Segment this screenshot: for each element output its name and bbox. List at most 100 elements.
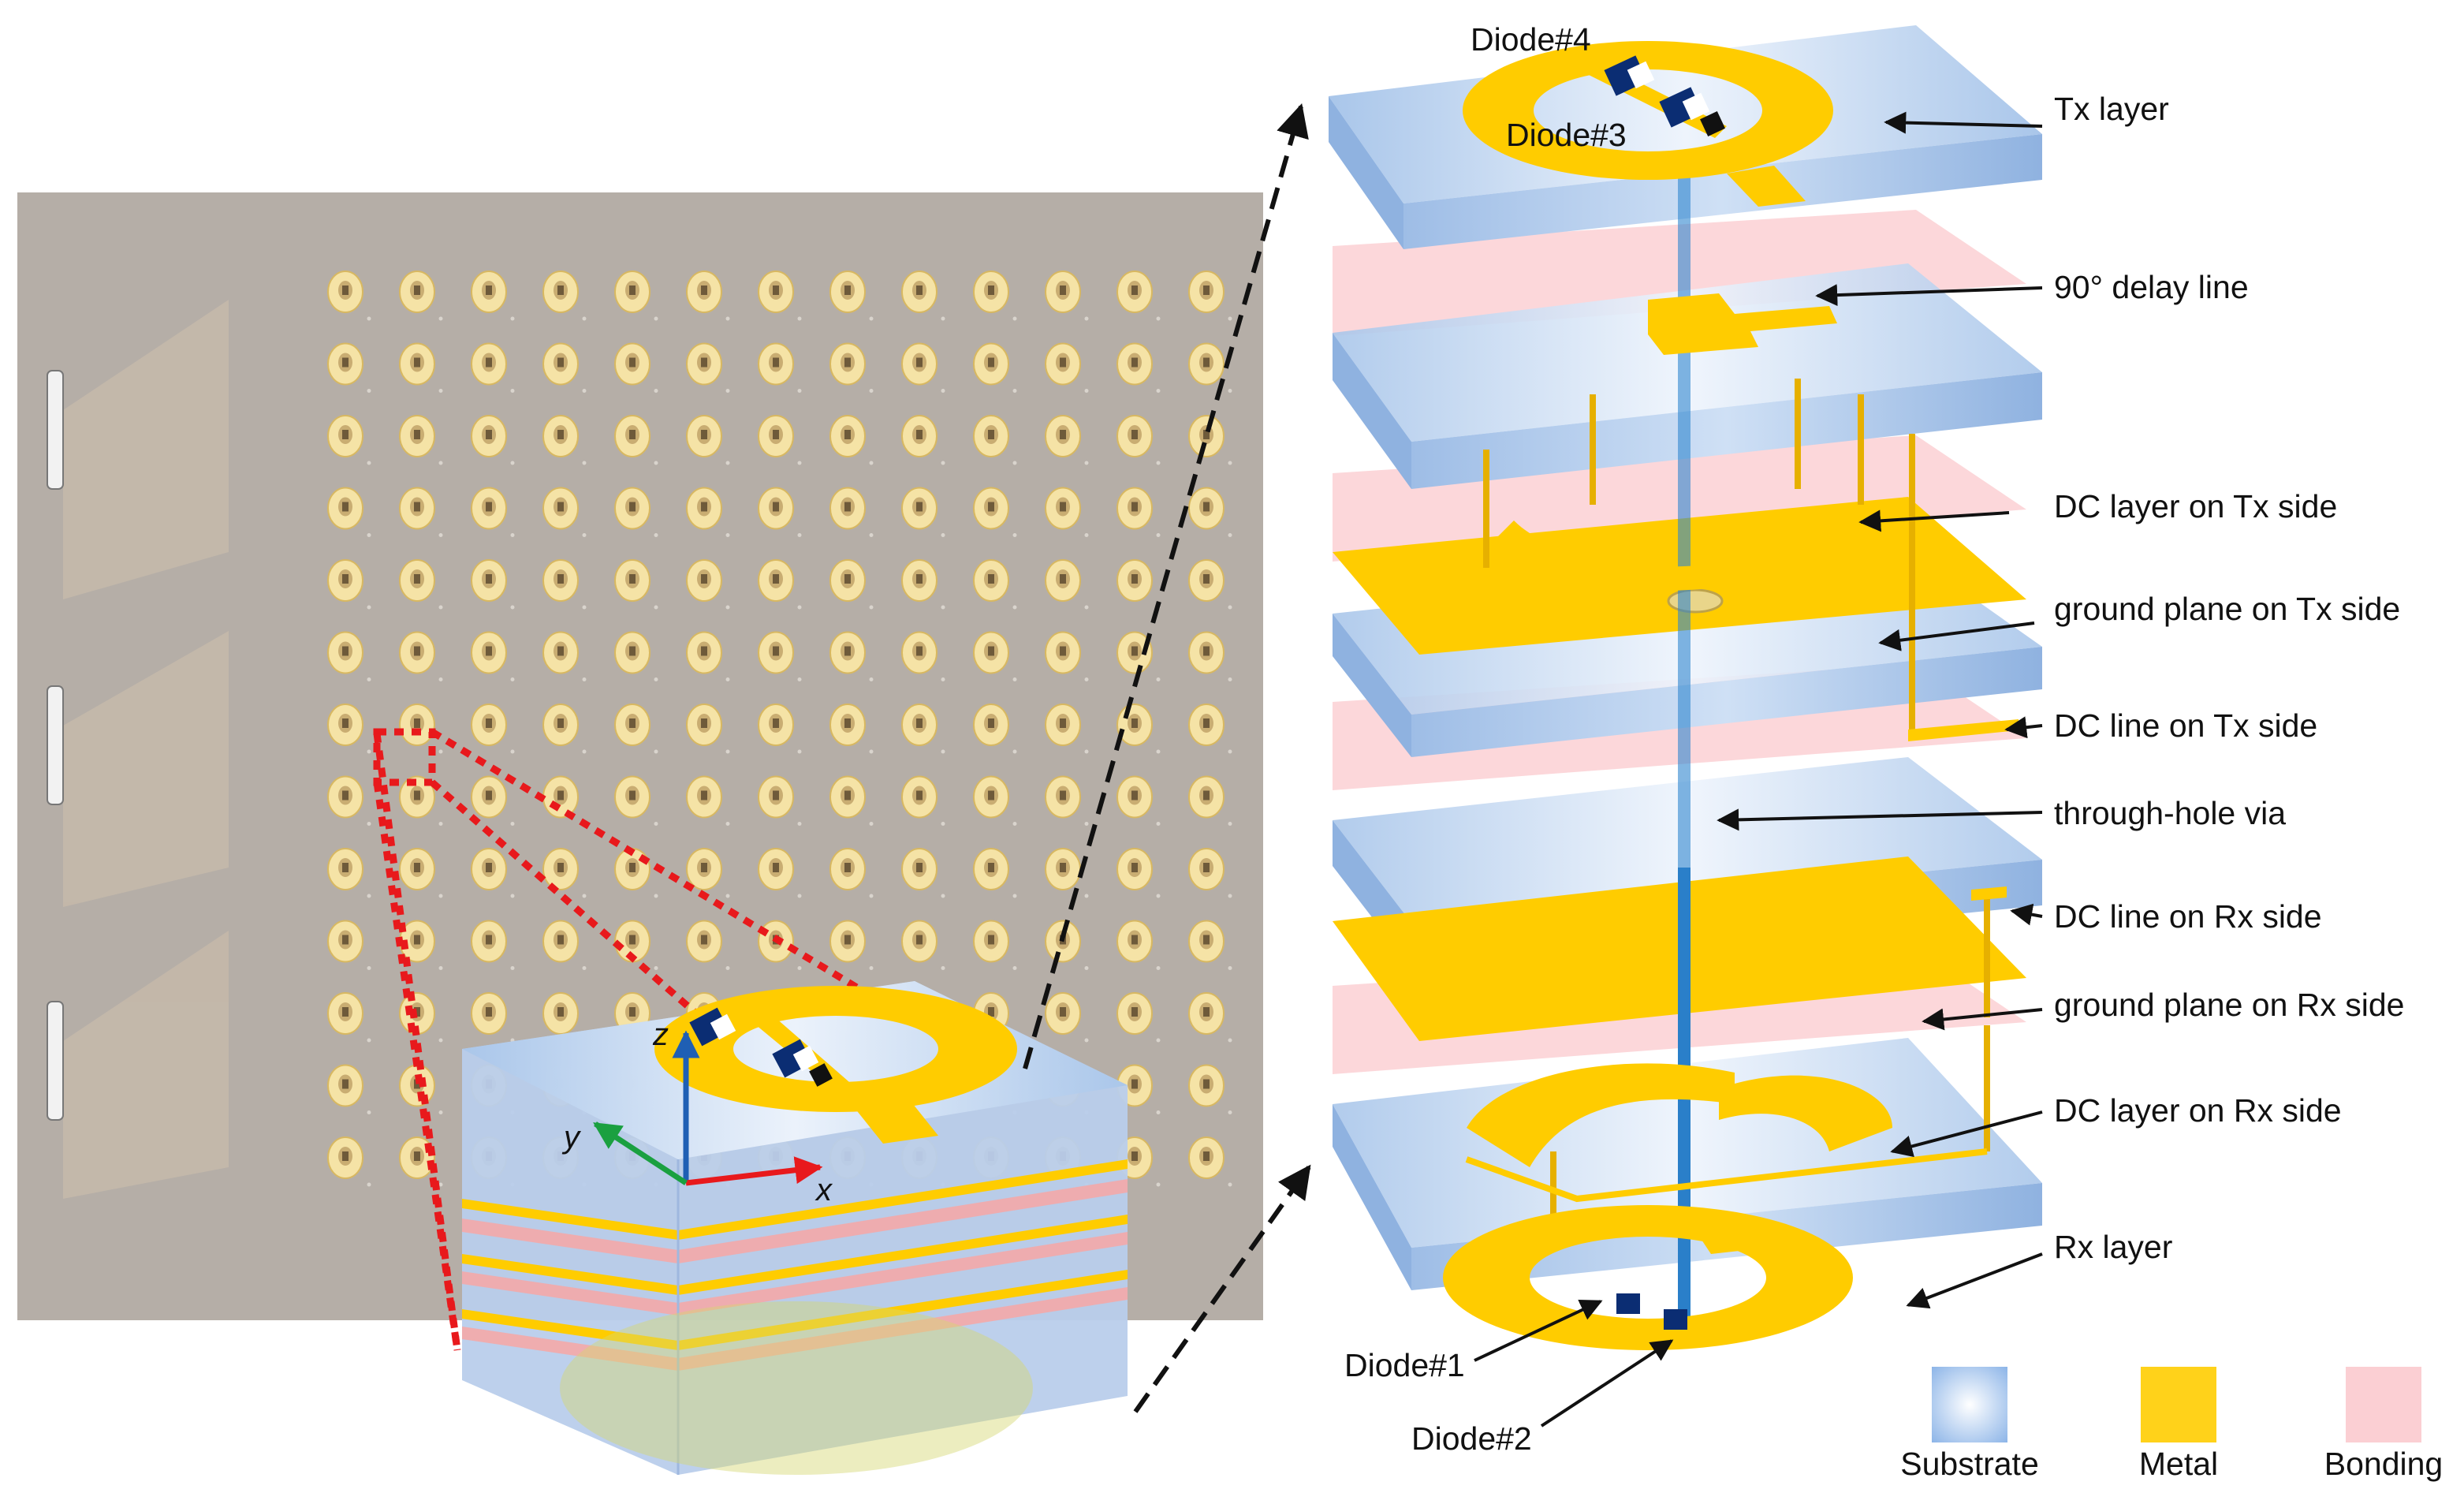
unit-cell	[1188, 703, 1232, 754]
unit-cell-stack: z x y	[462, 981, 1128, 1475]
unit-cell	[327, 992, 371, 1043]
unit-cell	[614, 415, 658, 465]
unit-cell	[901, 775, 945, 826]
stack-top-ring	[654, 986, 1017, 1112]
legend-swatch	[1932, 1367, 2007, 1442]
unit-cell	[1188, 992, 1232, 1043]
unit-cell	[542, 775, 587, 826]
unit-cell	[614, 703, 658, 754]
unit-cell	[686, 703, 730, 754]
unit-cell	[471, 775, 515, 826]
horn-feeds	[47, 370, 64, 1121]
unit-cell	[471, 703, 515, 754]
unit-cell	[614, 487, 658, 537]
unit-cell	[1116, 487, 1161, 537]
unit-cell	[471, 631, 515, 681]
unit-cell	[1188, 775, 1232, 826]
unit-cell	[973, 487, 1017, 537]
unit-cell	[1116, 992, 1161, 1043]
unit-cell	[758, 703, 802, 754]
unit-cell	[1045, 271, 1089, 321]
unit-cell	[542, 631, 587, 681]
horn-shadows	[63, 300, 229, 1199]
expand-arrow-bottom	[1133, 1164, 1311, 1413]
unit-cell	[901, 559, 945, 610]
unit-cell	[901, 415, 945, 465]
unit-cell	[829, 848, 874, 898]
callout-arrows	[1474, 111, 2043, 1427]
unit-cell	[973, 631, 1017, 681]
legend-label: Substrate	[1900, 1446, 2039, 1482]
unit-cell	[686, 631, 730, 681]
unit-cell	[1045, 342, 1089, 393]
unit-cell	[471, 415, 515, 465]
dc-feed-rx	[1465, 1148, 1988, 1203]
unit-cell	[1188, 559, 1232, 610]
label-dc-line-rx: DC line on Rx side	[2054, 898, 2322, 935]
unit-cell	[471, 920, 515, 970]
unit-cell	[399, 1136, 443, 1187]
unit-cell	[471, 992, 515, 1043]
dc-layer-rx	[1467, 1063, 1735, 1167]
label-dc-layer-tx: DC layer on Tx side	[2054, 488, 2337, 524]
unit-cell	[973, 415, 1017, 465]
unit-cell	[327, 920, 371, 970]
unit-cell	[327, 631, 371, 681]
ground-tx-hole	[1667, 588, 1724, 614]
label-diode4: Diode#4	[1471, 21, 1591, 58]
label-rx-layer: Rx layer	[2054, 1229, 2172, 1265]
label-diode2: Diode#2	[1411, 1420, 1532, 1457]
unit-cell	[399, 559, 443, 610]
rx-ring-tab	[1695, 1221, 1782, 1254]
exploded-view	[1329, 25, 2042, 1350]
unit-cell	[1045, 487, 1089, 537]
delay-line	[1648, 293, 1837, 355]
unit-cell	[686, 848, 730, 898]
unit-cell	[542, 848, 587, 898]
unit-cell	[901, 631, 945, 681]
unit-cell	[1188, 342, 1232, 393]
unit-cell	[758, 342, 802, 393]
rx-diodes	[1616, 1293, 1687, 1330]
unit-cell	[614, 342, 658, 393]
unit-cell	[1045, 415, 1089, 465]
unit-cell	[1045, 703, 1089, 754]
unit-cell	[1116, 271, 1161, 321]
y-axis-label: y	[561, 1120, 582, 1155]
unit-cell	[471, 342, 515, 393]
unit-cell	[829, 415, 874, 465]
unit-cell	[327, 271, 371, 321]
unit-cell	[758, 487, 802, 537]
unit-cell	[1116, 920, 1161, 970]
unit-cell	[1188, 920, 1232, 970]
unit-cell	[1188, 487, 1232, 537]
unit-cell	[901, 703, 945, 754]
dc-line-rx	[1971, 886, 2007, 901]
unit-cell	[399, 415, 443, 465]
unit-cell	[1116, 559, 1161, 610]
legend-swatch	[2141, 1367, 2216, 1442]
unit-cell	[399, 848, 443, 898]
unit-cell	[1116, 848, 1161, 898]
unit-cell-array	[327, 271, 1232, 1187]
x-axis	[685, 1156, 823, 1186]
unit-cell	[471, 271, 515, 321]
legend-label: Metal	[2139, 1446, 2218, 1482]
callout-labels: Diode#4 Diode#3 Tx layer 90° delay line …	[1344, 21, 2404, 1457]
label-tx-layer: Tx layer	[2054, 91, 2169, 127]
unit-cell	[542, 271, 587, 321]
label-via: through-hole via	[2054, 795, 2286, 831]
horn-feed-2	[47, 685, 64, 805]
unit-cell	[758, 775, 802, 826]
label-diode1: Diode#1	[1344, 1347, 1465, 1383]
unit-cell	[829, 703, 874, 754]
label-ground-tx: ground plane on Tx side	[2054, 591, 2400, 627]
unit-cell	[686, 415, 730, 465]
unit-cell	[327, 559, 371, 610]
unit-cell	[399, 920, 443, 970]
unit-cell	[471, 559, 515, 610]
unit-cell	[327, 487, 371, 537]
unit-cell	[614, 271, 658, 321]
unit-cell	[1188, 271, 1232, 321]
